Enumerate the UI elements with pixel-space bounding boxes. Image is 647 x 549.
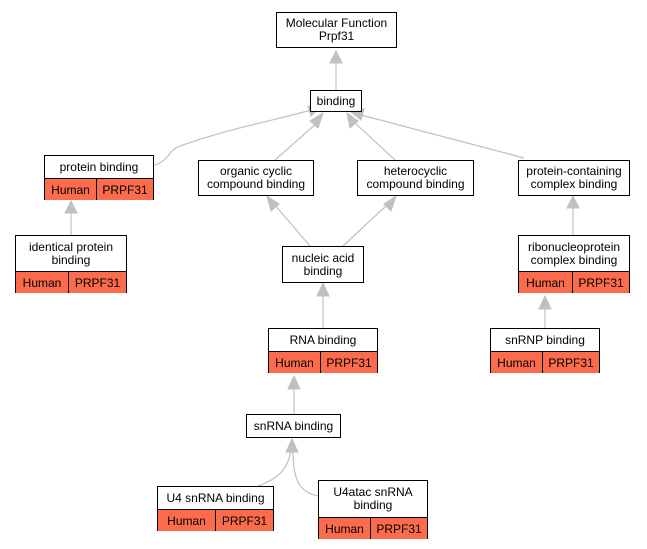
node-label: protein-containing complex binding <box>526 164 622 191</box>
arrowhead-ribonucleoprotein <box>538 294 552 310</box>
node-label: binding <box>316 93 356 108</box>
species-cell: Human <box>319 518 371 539</box>
arrowhead-heterocyclic <box>383 194 397 212</box>
node-ribonucleoprotein-complex-binding[interactable]: ribonucleoprotein complex binding Human … <box>518 235 630 293</box>
node-label: snRNP binding <box>505 332 585 347</box>
node-heterocyclic-compound-binding[interactable]: heterocyclic compound binding <box>357 160 474 196</box>
node-identical-protein-binding[interactable]: identical protein binding Human PRPF31 <box>15 235 127 293</box>
node-molecular-function[interactable]: Molecular Function Prpf31 <box>276 12 397 48</box>
annotation-row: Human PRPF31 <box>519 271 629 293</box>
arrowhead-nucleic-acid <box>316 281 330 297</box>
node-label: RNA binding <box>289 332 357 347</box>
edge-heterocyclic-binding <box>353 121 396 161</box>
node-organic-cyclic-compound-binding[interactable]: organic cyclic compound binding <box>198 160 314 196</box>
annotation-row: Human PRPF31 <box>45 178 153 200</box>
node-label: Molecular Function Prpf31 <box>285 16 388 43</box>
node-snrna-binding[interactable]: snRNA binding <box>246 414 341 438</box>
annotation-row: Human PRPF31 <box>491 351 599 373</box>
species-cell: Human <box>158 510 216 531</box>
node-snrnp-binding[interactable]: snRNP binding Human PRPF31 <box>490 328 600 373</box>
node-label: heterocyclic compound binding <box>366 164 465 191</box>
arrowhead-organic-cyclic <box>266 194 280 212</box>
node-binding[interactable]: binding <box>310 90 362 112</box>
node-protein-containing-complex-binding[interactable]: protein-containing complex binding <box>518 160 630 196</box>
edge-organic-cyclic-binding <box>274 121 319 161</box>
node-label: protein binding <box>59 159 139 174</box>
gene-cell: PRPF31 <box>326 355 372 370</box>
arrowhead-protein-containing <box>566 194 580 209</box>
node-label: organic cyclic compound binding <box>206 164 306 191</box>
edge-u4atac-snrna <box>292 449 319 497</box>
node-u4atac-snrna-binding[interactable]: U4atac snRNA binding Human PRPF31 <box>318 480 428 539</box>
annotation-row: Human PRPF31 <box>269 351 377 373</box>
arrowhead-mf <box>329 49 343 64</box>
node-protein-binding[interactable]: protein binding Human PRPF31 <box>44 155 154 200</box>
species-cell: Human <box>16 272 69 293</box>
gene-cell: PRPF31 <box>548 355 594 370</box>
annotation-row: Human PRPF31 <box>319 517 427 539</box>
node-nucleic-acid-binding[interactable]: nucleic acid binding <box>282 246 364 283</box>
species-cell: Human <box>45 179 97 200</box>
annotation-row: Human PRPF31 <box>16 271 126 293</box>
node-rna-binding[interactable]: RNA binding Human PRPF31 <box>268 328 378 373</box>
edge-nucleic-acid-organic-cyclic <box>273 203 311 247</box>
node-label: U4 snRNA binding <box>166 490 265 505</box>
gene-cell: PRPF31 <box>376 521 422 536</box>
node-label: U4atac snRNA binding <box>333 485 413 512</box>
gene-cell: PRPF31 <box>102 182 148 197</box>
arrowhead-binding-left <box>309 111 324 129</box>
edge-u4-snrna <box>257 449 292 487</box>
arrowhead-rna-binding <box>287 374 301 390</box>
arrowhead-binding-right <box>346 111 359 129</box>
species-cell: Human <box>491 352 543 373</box>
arrowhead-protein-binding <box>64 199 78 214</box>
gene-cell: PRPF31 <box>74 275 121 290</box>
species-cell: Human <box>269 352 321 373</box>
node-label: ribonucleoprotein complex binding <box>527 239 621 267</box>
edge-nucleic-acid-heterocyclic <box>342 203 389 247</box>
gene-cell: PRPF31 <box>221 513 268 528</box>
gene-cell: PRPF31 <box>578 275 624 290</box>
species-cell: Human <box>519 272 573 293</box>
annotation-row: Human PRPF31 <box>158 509 273 531</box>
node-label: snRNA binding <box>253 418 334 433</box>
node-label: identical protein binding <box>28 239 114 267</box>
node-u4-snrna-binding[interactable]: U4 snRNA binding Human PRPF31 <box>157 486 274 531</box>
edge-protein-containing-binding <box>360 114 525 159</box>
arrowhead-snrna <box>285 437 299 453</box>
edge-protein-binding-binding <box>154 109 312 166</box>
node-label: nucleic acid binding <box>291 250 355 278</box>
